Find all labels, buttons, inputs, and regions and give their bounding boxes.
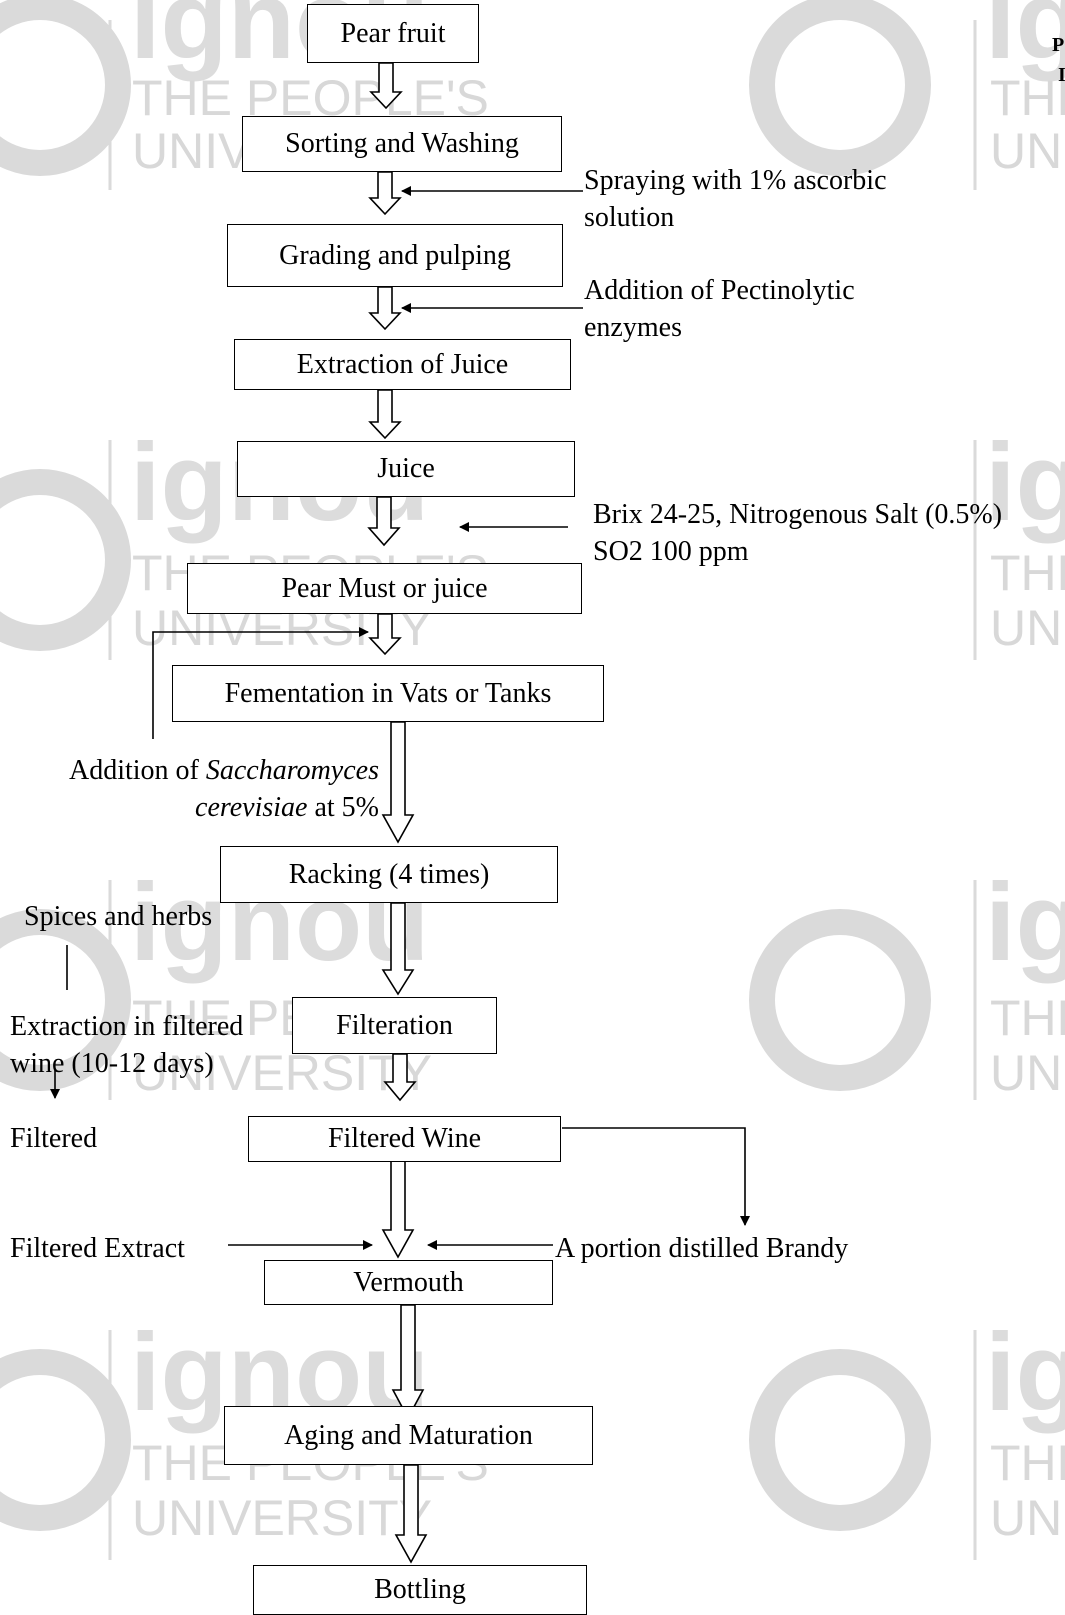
svg-text:THE PEOPLE'S: THE PEOPLE'S: [990, 1435, 1065, 1491]
annotation-brix: Brix 24-25, Nitrogenous Salt (0.5%) SO2 …: [593, 499, 1003, 567]
annotation-yeast: Addition of Saccharomyces cerevisiae at …: [68, 755, 379, 823]
annotation-filtered-extract: Filtered Extract: [10, 1233, 185, 1264]
svg-text:UNIVERSITY: UNIVERSITY: [990, 1045, 1065, 1101]
svg-text:THE PEOPLE'S: THE PEOPLE'S: [990, 545, 1065, 601]
annotation-extraction-wine: Extraction in filtered wine (10-12 days): [10, 1011, 244, 1079]
svg-text:UNIVERSITY: UNIVERSITY: [990, 1490, 1065, 1546]
step-juice: Juice: [237, 441, 575, 497]
step-fermentation: Fementation in Vats or Tanks: [172, 665, 604, 722]
step-pear-must: Pear Must or juice: [187, 563, 582, 614]
step-vermouth: Vermouth: [264, 1260, 553, 1305]
svg-text:UNIVERSITY: UNIVERSITY: [990, 123, 1065, 179]
step-racking: Racking (4 times): [220, 846, 558, 903]
step-filtered-wine: Filtered Wine: [248, 1116, 561, 1162]
svg-text:ignou: ignou: [985, 421, 1065, 544]
step-pear-fruit: Pear fruit: [307, 4, 479, 63]
svg-text:THE PEOPLE'S: THE PEOPLE'S: [990, 70, 1065, 126]
step-extraction-juice: Extraction of Juice: [234, 339, 571, 390]
annotation-filtered: Filtered: [10, 1123, 98, 1154]
svg-text:UNIVERSITY: UNIVERSITY: [990, 600, 1065, 656]
step-bottling: Bottling: [253, 1565, 587, 1615]
step-grading-pulping: Grading and pulping: [227, 224, 563, 287]
svg-text:UNIVERSITY: UNIVERSITY: [132, 1490, 432, 1546]
step-aging-maturation: Aging and Maturation: [224, 1406, 593, 1465]
svg-text:THE PEOPLE'S: THE PEOPLE'S: [990, 990, 1065, 1046]
step-sorting-washing: Sorting and Washing: [242, 116, 562, 172]
corner-text-1: P: [1052, 34, 1065, 56]
corner-text-2: I: [1058, 64, 1065, 86]
svg-text:UNIVERSITY: UNIVERSITY: [132, 1045, 432, 1101]
annotation-pectinolytic: Addition of Pectinolytic enzymes: [584, 275, 855, 343]
svg-text:ignou: ignou: [985, 0, 1065, 82]
annotation-spices-herbs: Spices and herbs: [24, 901, 213, 932]
svg-text:ignou: ignou: [985, 861, 1065, 984]
step-filteration: Filteration: [292, 997, 497, 1054]
svg-text:ignou: ignou: [985, 1311, 1065, 1434]
annotation-spraying: Spraying with 1% ascorbic solution: [584, 165, 887, 233]
annotation-brandy: A portion distilled Brandy: [555, 1233, 849, 1264]
